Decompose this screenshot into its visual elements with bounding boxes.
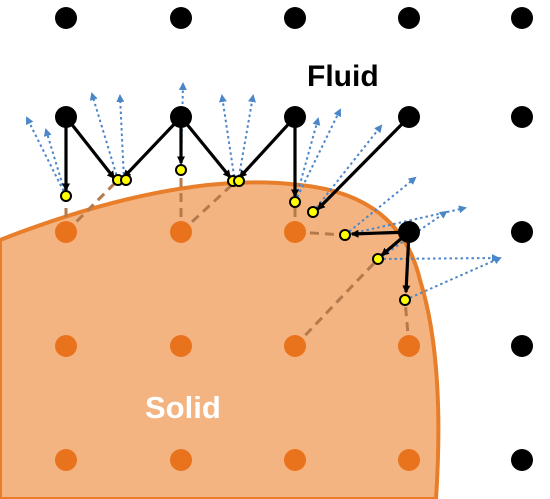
normal-arrow xyxy=(344,176,417,236)
boundary-points xyxy=(60,164,411,306)
solid-node xyxy=(170,221,192,243)
fluid-node xyxy=(55,7,77,29)
solid-node xyxy=(55,449,77,471)
fluid-node xyxy=(170,106,192,128)
normal-arrow xyxy=(89,92,119,181)
boundary-point xyxy=(60,190,72,202)
link-arrow xyxy=(122,115,183,179)
normal-arrow xyxy=(43,128,67,197)
normal-arrow xyxy=(344,205,467,236)
boundary-point xyxy=(289,196,301,208)
fluid-node xyxy=(511,335,533,357)
lattice-nodes xyxy=(55,7,533,471)
fluid-label: Fluid xyxy=(307,60,379,93)
boundary-point xyxy=(399,294,411,306)
link-arrow xyxy=(238,115,297,179)
solid-node xyxy=(55,335,77,357)
link-vectors xyxy=(62,115,411,294)
fluid-node xyxy=(55,106,77,128)
solid-node xyxy=(55,221,77,243)
solid-node xyxy=(398,335,420,357)
normal-arrow xyxy=(294,108,341,203)
fluid-node xyxy=(398,106,420,128)
solid-node xyxy=(170,335,192,357)
link-arrow xyxy=(64,116,116,180)
boundary-point xyxy=(175,164,187,176)
solid-node xyxy=(284,335,306,357)
solid-node xyxy=(398,449,420,471)
normal-arrow xyxy=(312,124,383,213)
fluid-node xyxy=(398,7,420,29)
normal-arrow xyxy=(26,116,67,197)
normal-arrow xyxy=(294,117,321,203)
fluid-node xyxy=(284,7,306,29)
fluid-node xyxy=(511,7,533,29)
projection-line xyxy=(64,178,120,234)
solid-label: Solid xyxy=(145,390,221,425)
link-arrow xyxy=(179,115,232,179)
fluid-node xyxy=(511,221,533,243)
boundary-point xyxy=(233,175,245,187)
projection-line xyxy=(179,180,237,234)
fluid-node xyxy=(170,7,192,29)
boundary-point xyxy=(120,174,132,186)
normal-arrow xyxy=(116,94,125,181)
normal-arrow xyxy=(237,94,256,183)
fluid-node xyxy=(511,106,533,128)
boundary-point xyxy=(307,206,319,218)
normal-arrow xyxy=(218,94,236,183)
boundary-point xyxy=(339,229,351,241)
projection-line xyxy=(293,257,380,348)
solid-node xyxy=(170,449,192,471)
normal-arrow xyxy=(377,254,500,263)
boundary-point xyxy=(372,253,384,265)
solid-node xyxy=(284,449,306,471)
link-arrow xyxy=(316,115,411,211)
solid-node xyxy=(284,221,306,243)
fluid-node xyxy=(398,221,420,243)
normal-vectors xyxy=(26,82,502,301)
fluid-node xyxy=(511,449,533,471)
normal-arrow xyxy=(178,82,187,171)
fluid-node xyxy=(284,106,306,128)
normal-arrow xyxy=(404,256,502,301)
